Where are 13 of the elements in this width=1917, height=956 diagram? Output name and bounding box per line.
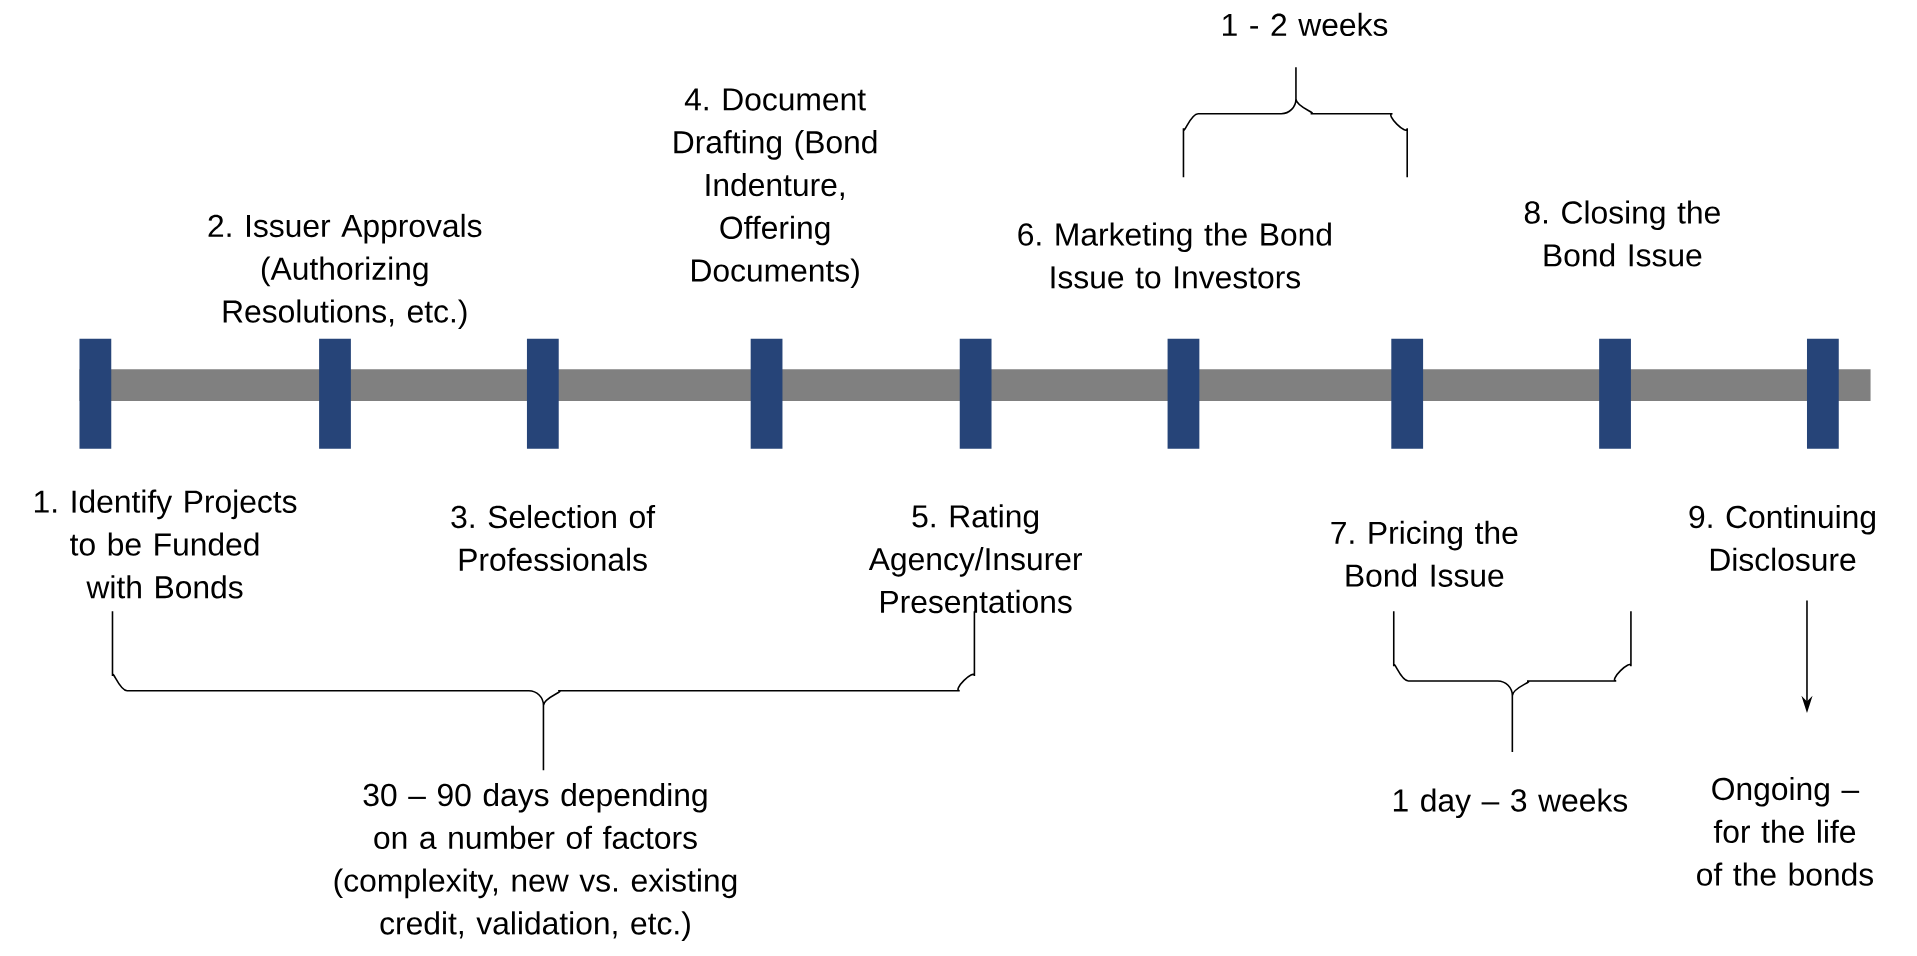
step-label: 5. Rating Agency/Insurer Presentations (868, 504, 1082, 614)
step-label: 9. Continuing Disclosure (1689, 504, 1875, 571)
duration-label: 30 – 90 days depending on a number of factors (complexity, new vs. existing credit, validation, etc.) (334, 782, 737, 941)
step-label: 6. Marketing the Bond Issue to Investors (1018, 222, 1331, 289)
step-label: 7. Pricing the Bond Issue (1331, 520, 1518, 587)
duration-label: 1 day – 3 weeks (1393, 788, 1628, 819)
step-label: 3. Selection of Professionals (451, 504, 656, 571)
step-label: 4. Document Drafting (Bond Indenture, Offering Documents) (674, 88, 877, 289)
step-label: 8. Closing the Bond Issue (1524, 200, 1720, 267)
step-label: 2. Issuer Approvals (Authorizing Resolutions, etc.) (208, 213, 482, 329)
step-label: Ongoing – for the life of the bonds (1697, 776, 1874, 886)
step-label: 1. Identify Projects to be Funded with Bonds (34, 489, 297, 599)
duration-label: 1 - 2 weeks (1223, 12, 1388, 37)
